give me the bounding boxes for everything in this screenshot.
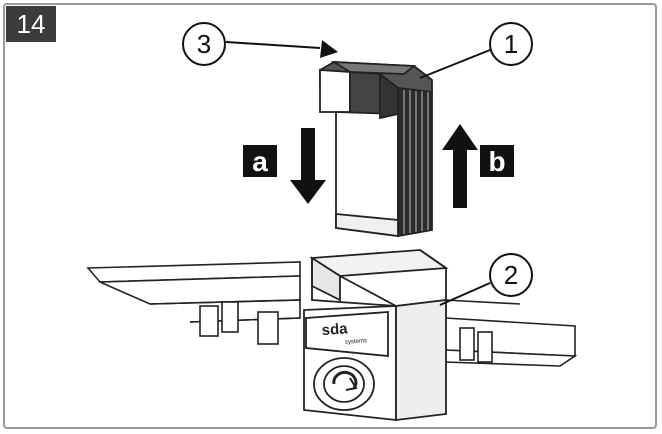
callout-3-label: 3 [197,29,211,59]
base-holder [303,249,449,422]
brand-logo-subtext: systems [345,338,367,346]
direction-label-a: a [252,146,268,177]
cartridge [319,60,433,238]
callout-2 [439,253,533,306]
direction-label-a-box [243,145,277,177]
callout-2-label: 2 [504,260,518,290]
brand-logo: sda [321,320,349,339]
callout-1-label: 1 [504,29,518,59]
direction-label-b: b [488,146,505,177]
callout-1 [419,22,533,79]
direction-arrow-up [442,124,478,208]
direction-arrow-down [290,128,326,204]
callout-3 [182,22,338,66]
mounting-rail [86,261,578,367]
step-number-badge: 14 [6,6,56,42]
direction-label-b-box [480,145,514,177]
